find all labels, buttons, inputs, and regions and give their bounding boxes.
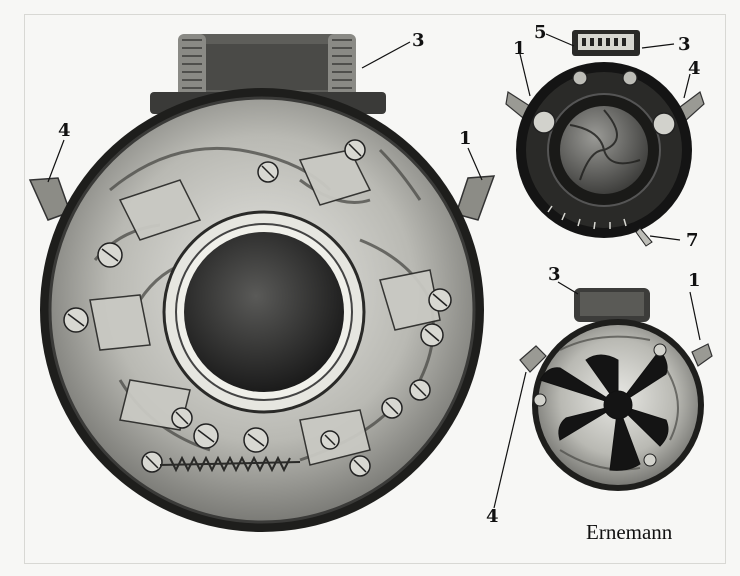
callout-small-top-4: 4 [688, 58, 701, 79]
small-shutter-mechanism [519, 288, 713, 491]
callout-small-top-3: 3 [678, 34, 691, 55]
plate-border [24, 14, 726, 564]
callout-large-right: 1 [459, 128, 472, 149]
callout-small-top-5: 5 [534, 22, 547, 43]
aperture-opening [184, 232, 344, 392]
maker-caption: Ernemann [586, 520, 673, 544]
leader-lines [47, 33, 701, 509]
callout-small-top-1: 1 [513, 38, 526, 59]
callout-large-left: 4 [58, 120, 71, 141]
small-shutter-front [505, 30, 705, 247]
callout-large-top: 3 [412, 30, 425, 51]
large-shutter [28, 34, 496, 532]
callout-small-bottom-1: 1 [688, 270, 701, 291]
callout-small-bottom-3: 3 [548, 264, 561, 285]
callout-small-bottom-4: 4 [486, 506, 499, 527]
callout-small-top-7: 7 [686, 230, 699, 251]
